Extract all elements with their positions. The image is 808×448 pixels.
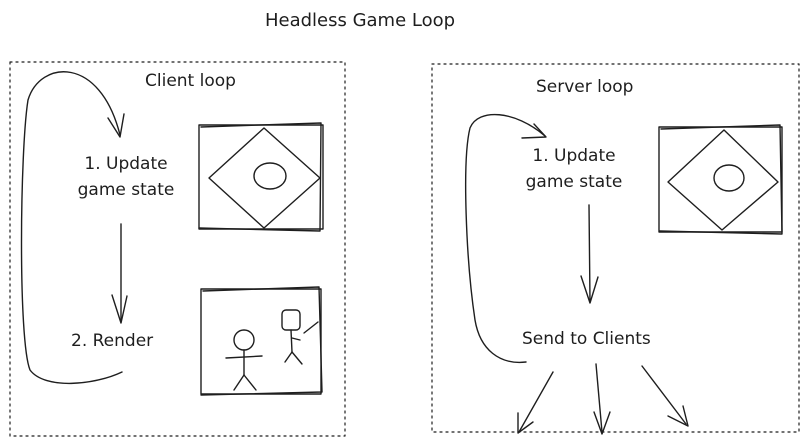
server-loop-container bbox=[431, 63, 800, 433]
client-loop-container bbox=[9, 61, 346, 437]
client-step1-line2: game state bbox=[77, 180, 175, 200]
client-step1-label: 1. Update game state bbox=[56, 151, 196, 203]
client-game-state-sketch bbox=[198, 122, 324, 232]
server-step1-line1: 1. Update bbox=[532, 146, 616, 166]
send-to-clients-label: Send to Clients bbox=[522, 329, 651, 349]
client-step1-line1: 1. Update bbox=[84, 154, 168, 174]
server-step1-line2: game state bbox=[525, 172, 623, 192]
send-to-clients-arrows bbox=[517, 363, 689, 435]
client-loop-arrow bbox=[20, 71, 125, 385]
server-down-arrow bbox=[580, 204, 599, 304]
server-step1-label: 1. Update game state bbox=[509, 143, 639, 195]
server-loop-arrow bbox=[465, 113, 547, 364]
client-loop-label: Client loop bbox=[145, 71, 236, 91]
client-down-arrow bbox=[111, 223, 128, 324]
client-render-sketch bbox=[200, 286, 323, 396]
client-step2-label: 2. Render bbox=[71, 331, 154, 351]
server-loop-label: Server loop bbox=[536, 77, 634, 97]
server-game-state-sketch bbox=[658, 124, 783, 235]
diagram-title: Headless Game Loop bbox=[264, 10, 456, 31]
